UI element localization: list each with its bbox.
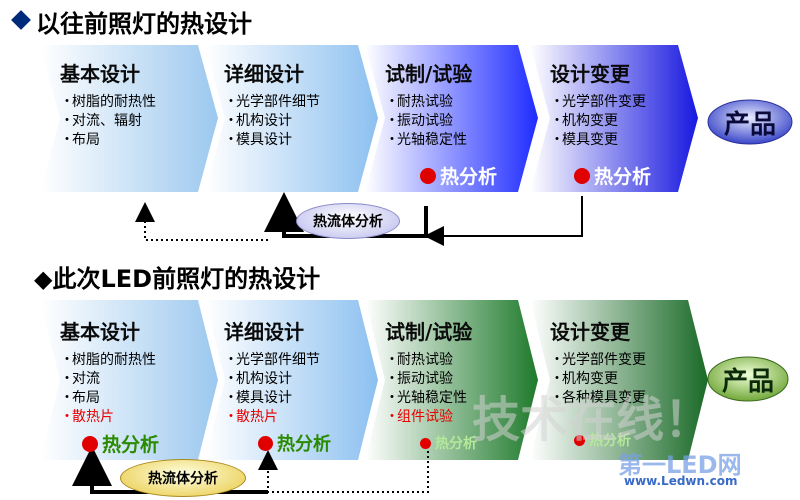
red-dot-icon <box>82 435 98 452</box>
list-item: ・耐热试验 <box>385 94 453 110</box>
list-item: ・组件试验 <box>385 409 453 425</box>
red-dot-icon <box>258 435 273 451</box>
top-stage-basic-design: 基本设计 ・树脂的耐热性 ・对流、辐射 ・布局 <box>60 58 156 150</box>
list-item: ・光轴稳定性 <box>385 390 467 406</box>
bottom-stage-prototype-test: 试制/试验 ・耐热试验 ・振动试验 ・光轴稳定性 ・组件试验 <box>385 316 472 427</box>
bottom-product-label: 产品 <box>721 366 774 397</box>
top-feedback-dotted-arrow <box>135 202 268 241</box>
bottom-thermal-analysis-detail: 热分析 <box>258 430 331 456</box>
top-product-ellipse <box>707 99 793 145</box>
list-item: ・机构变更 <box>550 113 618 129</box>
list-item: ・机构设计 <box>224 113 292 129</box>
list-item: ・光学部件变更 <box>550 352 646 368</box>
bottom-stage-detailed-design: 详细设计 ・光学部件细节 ・机构设计 ・模具设计 ・散热片 <box>224 316 320 427</box>
red-dot-icon <box>420 167 436 184</box>
stage-title: 试制/试验 <box>385 62 473 86</box>
list-item: ・散热片 <box>60 409 114 425</box>
bottom-stage-basic-design: 基本设计 ・树脂的耐热性 ・对流 ・布局 ・散热片 <box>60 316 156 427</box>
top-chevron-4 <box>530 45 698 192</box>
top-stage-detailed-design: 详细设计 ・光学部件细节 ・机构设计 ・模具设计 <box>224 58 320 150</box>
top-feedback-solid-arrow <box>424 196 583 246</box>
stage-title: 基本设计 <box>60 62 140 86</box>
watermark-url: www.Ledwn.com <box>624 474 738 488</box>
top-section-title: 以往前照灯的热设计 <box>36 10 252 38</box>
list-item: ・机构变更 <box>550 371 618 387</box>
stage-title: 设计变更 <box>550 320 630 344</box>
top-stage-design-change: 设计变更 ・光学部件变更 ・机构变更 ・模具变更 <box>550 58 646 150</box>
red-dot-icon <box>420 437 431 449</box>
top-product-label: 产品 <box>723 109 776 140</box>
list-item: ・树脂的耐热性 <box>60 352 156 368</box>
stage-title: 试制/试验 <box>385 320 473 344</box>
list-item: ・各种模具变更 <box>550 390 646 406</box>
red-dot-icon <box>574 434 585 446</box>
list-item: ・模具设计 <box>224 390 292 406</box>
list-item: ・机构设计 <box>224 371 292 387</box>
bottom-flow-analysis-label: 热流体分析 <box>120 459 246 497</box>
red-dot-icon <box>574 167 590 184</box>
list-item: ・对流 <box>60 371 100 387</box>
list-item: ・振动试验 <box>385 371 453 387</box>
stage-title: 基本设计 <box>60 320 140 344</box>
list-item: ・模具变更 <box>550 132 618 148</box>
bottom-stage-design-change: 设计变更 ・光学部件变更 ・机构变更 ・各种模具变更 <box>550 316 646 408</box>
watermark-logo: 技术在线！ <box>472 392 713 448</box>
bottom-chevron-4 <box>530 300 708 460</box>
top-chevron-2 <box>205 45 378 192</box>
top-flow-analysis-label: 热流体分析 <box>296 203 400 239</box>
list-item: ・对流、辐射 <box>60 113 142 129</box>
list-item: ・耐热试验 <box>385 352 453 368</box>
top-chevron-1 <box>40 45 218 192</box>
stage-title: 详细设计 <box>224 320 304 344</box>
bottom-product-ellipse <box>707 356 789 402</box>
top-stage-prototype-test: 试制/试验 ・耐热试验 ・振动试验 ・光轴稳定性 <box>385 58 472 150</box>
bottom-thermal-analysis-change: 热分析 <box>574 430 631 450</box>
list-item: ・光轴稳定性 <box>385 132 467 148</box>
stage-title: 设计变更 <box>550 62 630 86</box>
watermark-site-name: 第一LED网 <box>618 451 742 479</box>
list-item: ・模具设计 <box>224 132 292 148</box>
list-item: ・光学部件变更 <box>550 94 646 110</box>
list-item: ・布局 <box>60 390 100 406</box>
bottom-chevron-3 <box>365 300 538 460</box>
list-item: ・树脂的耐热性 <box>60 94 156 110</box>
bottom-thermal-analysis-test: 热分析 <box>420 433 477 453</box>
top-thermal-analysis-change: 热分析 <box>574 162 651 189</box>
list-item: ・光学部件细节 <box>224 94 320 110</box>
list-item: ・散热片 <box>224 409 278 425</box>
list-item: ・光学部件细节 <box>224 352 320 368</box>
top-chevron-3 <box>365 45 538 192</box>
bottom-feedback-dotted-arrow <box>258 446 429 493</box>
list-item: ・振动试验 <box>385 113 453 129</box>
list-item: ・布局 <box>60 132 100 148</box>
stage-title: 详细设计 <box>224 62 304 86</box>
bottom-section-title: ◆此次LED前照灯的热设计 <box>34 265 321 293</box>
bottom-chevron-1 <box>40 300 218 460</box>
bottom-thermal-analysis-basic: 热分析 <box>82 430 159 457</box>
bottom-chevron-2 <box>205 300 378 460</box>
top-thermal-analysis-test: 热分析 <box>420 162 497 189</box>
